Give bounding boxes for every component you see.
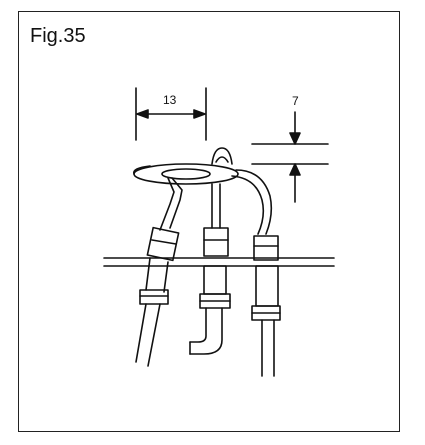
thermocouple-lead [231,169,273,235]
mounting-bracket [103,257,335,267]
pilot-burner-head [133,147,239,185]
dimension-13: 13 [135,87,207,141]
ignition-electrode [135,177,183,367]
figure-frame [18,11,400,432]
dimension-7-label: 7 [292,94,299,108]
dimension-7: 7 [251,94,329,203]
thermocouple [251,235,281,377]
figure-label: Fig.35 [30,25,86,47]
dimension-13-label: 13 [163,93,177,107]
pilot-injector [189,183,231,355]
